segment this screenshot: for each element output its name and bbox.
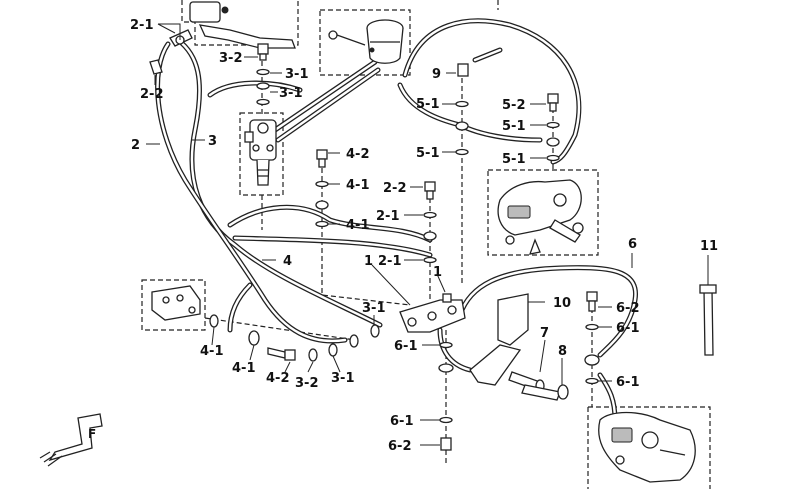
label-5-1-d: 5-1 (502, 152, 526, 167)
cable-tie (699, 284, 717, 356)
label-5-1-a: 5-1 (416, 97, 440, 112)
label-7: 7 (540, 326, 549, 341)
distributor-block (399, 293, 466, 333)
bracket (469, 293, 529, 386)
label-2-1-mid-a: 2-1 (376, 209, 400, 224)
label-3-2-bot: 3-2 (295, 376, 319, 391)
label-3-1-bot-a: 3-1 (362, 301, 386, 316)
label-10: 10 (553, 296, 571, 311)
label-4: 4 (283, 254, 292, 269)
label-11: 11 (700, 239, 718, 254)
label-9: 9 (432, 67, 441, 82)
label-4-1-mid-a: 4-1 (346, 178, 370, 193)
label-4-1-bot-a: 4-1 (200, 344, 224, 359)
label-4-1-bot-b: 4-1 (232, 361, 256, 376)
rear-caliper (598, 411, 696, 483)
label-6-1-c: 6-1 (394, 339, 418, 354)
label-2: 2 (131, 138, 140, 153)
label-3-1-top-a: 3-1 (285, 67, 309, 82)
label-2-2-mid: 2-2 (383, 181, 407, 196)
label-3-1-bot-b: 3-1 (331, 371, 355, 386)
label-1-b: 1 (433, 265, 442, 280)
fasteners (149, 43, 600, 451)
label-3-1-top-b: 3-1 (279, 86, 303, 101)
fluid-reservoir (328, 19, 404, 64)
label-6-1-b: 6-1 (616, 375, 640, 390)
brake-hoses (155, 18, 639, 423)
label-5-1-b: 5-1 (416, 146, 440, 161)
brake-lever (169, 1, 296, 49)
detail-boxes (141, 0, 711, 489)
label-4-1-mid-b: 4-1 (346, 218, 370, 233)
brake-lever-box (181, 0, 299, 46)
label-6-1-a: 6-1 (616, 321, 640, 336)
label-2-2-left: 2-2 (140, 87, 164, 102)
label-2-1-mid-b: 2-1 (378, 254, 402, 269)
front-direction-arrow-icon (39, 413, 103, 467)
label-8: 8 (558, 344, 567, 359)
label-6: 6 (628, 237, 637, 252)
label-4-2-bot: 4-2 (266, 371, 290, 386)
part-labels: 2-1 2-2 2 3 3-2 3-1 3-1 9 5-1 5-1 5-2 5-… (88, 18, 718, 454)
leader-lines (146, 23, 709, 446)
left-junction-block (151, 285, 201, 321)
front-marker-label: F (88, 427, 96, 441)
label-3-2-top: 3-2 (219, 51, 243, 66)
junction-block-box (141, 279, 206, 331)
reservoir-box (319, 9, 411, 76)
master-cylinder (244, 119, 277, 186)
label-1-a: 1 (364, 254, 373, 269)
label-5-1-c: 5-1 (502, 119, 526, 134)
label-6-2-b: 6-2 (388, 439, 412, 454)
label-2-1-top: 2-1 (130, 18, 154, 33)
label-6-1-d: 6-1 (390, 414, 414, 429)
label-4-2-mid: 4-2 (346, 147, 370, 162)
label-6-2-a: 6-2 (616, 301, 640, 316)
label-3: 3 (208, 134, 217, 149)
front-caliper-box (487, 169, 599, 256)
label-5-2: 5-2 (502, 98, 526, 113)
front-caliper (497, 179, 584, 255)
master-cylinder-box (239, 112, 284, 196)
rear-caliper-box (587, 406, 711, 489)
